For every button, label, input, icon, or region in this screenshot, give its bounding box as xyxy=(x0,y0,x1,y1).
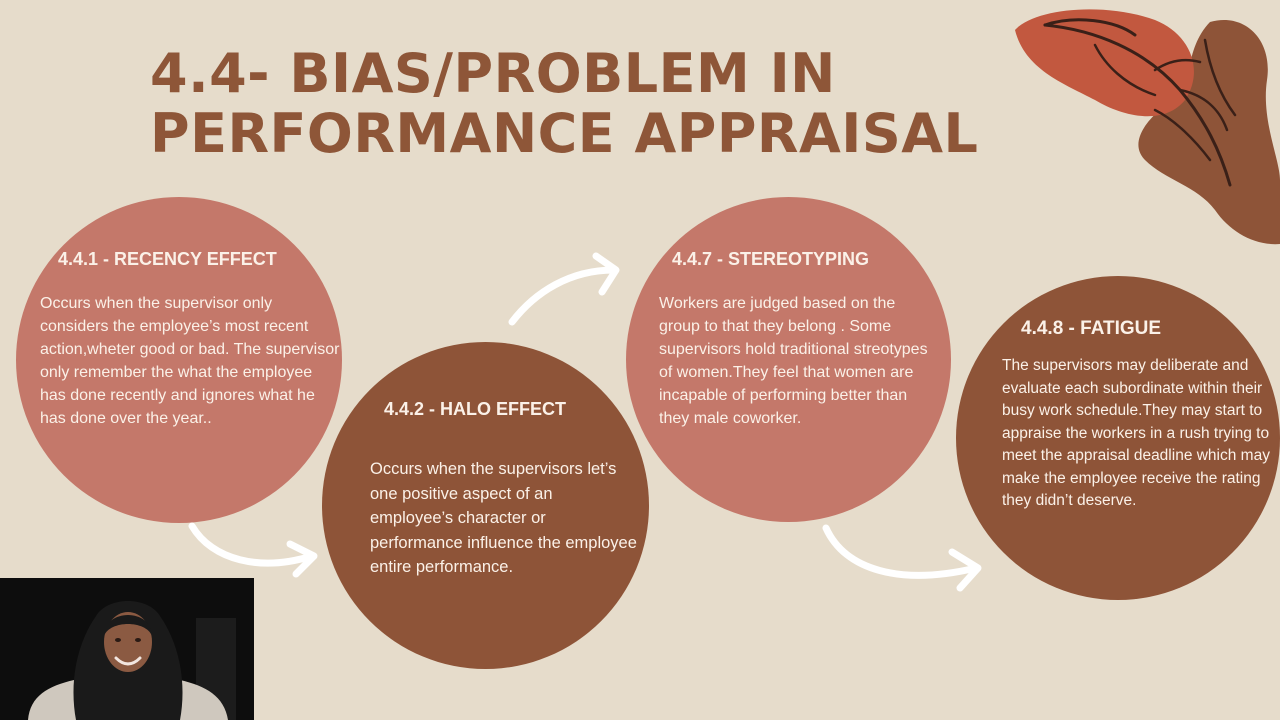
recency-effect-text: Occurs when the supervisor only consider… xyxy=(40,295,340,427)
stereotyping-text: Workers are judged based on the group to… xyxy=(659,295,928,427)
slide-title: 4.4- BIAS/PROBLEM IN PERFORMANCE APPRAIS… xyxy=(150,42,979,165)
presenter-video-icon xyxy=(0,578,254,720)
fatigue-circle xyxy=(956,276,1280,600)
recency-effect-heading: 4.4.1 - RECENCY EFFECT xyxy=(58,249,277,269)
halo-effect-circle xyxy=(322,342,649,669)
fatigue-heading: 4.4.8 - FATIGUE xyxy=(1021,318,1162,339)
stereotyping-circle xyxy=(626,197,951,522)
recency-effect-circle xyxy=(16,197,342,523)
leaf-icon xyxy=(1015,9,1280,245)
halo-effect-heading: 4.4.2 - HALO EFFECT xyxy=(384,399,567,419)
curved-arrow-icon xyxy=(188,522,318,578)
fatigue-text: The supervisors may deliberate and evalu… xyxy=(1002,357,1270,509)
curved-arrow-icon xyxy=(822,524,982,592)
curved-arrow-icon xyxy=(508,252,620,326)
stereotyping-heading: 4.4.7 - STEREOTYPING xyxy=(672,249,870,269)
halo-effect-text: Occurs when the supervisors let’s one po… xyxy=(370,460,637,576)
presenter-webcam xyxy=(0,578,254,720)
